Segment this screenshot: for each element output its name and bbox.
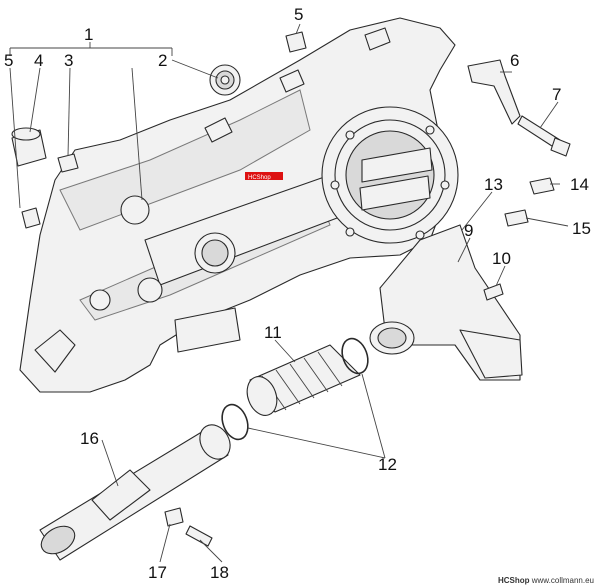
callout-1: 1 (84, 25, 93, 44)
dowel-5-top (285, 31, 307, 53)
callout-2: 2 (158, 51, 167, 70)
callout-14: 14 (570, 175, 589, 194)
clamp-12-b (221, 403, 249, 441)
callout-7: 7 (552, 85, 561, 104)
callout-15: 15 (572, 219, 591, 238)
callout-5-top: 5 (294, 5, 303, 24)
leader-lines (9, 23, 569, 563)
callout-13: 13 (484, 175, 503, 194)
callout-16: 16 (80, 429, 99, 448)
callout-9: 9 (464, 221, 473, 240)
washer-3 (57, 153, 79, 173)
bracket-6 (467, 59, 521, 125)
callout-18: 18 (210, 563, 229, 582)
nut-17 (164, 507, 184, 527)
bellows-hose-11 (246, 344, 361, 416)
dowel-5-left (21, 207, 41, 229)
callouts: 1 2 3 4 5 5 6 7 9 10 11 12 13 14 15 16 1… (4, 5, 591, 582)
air-duct-9 (369, 224, 523, 381)
callout-12: 12 (378, 455, 397, 474)
clamp-12-a (341, 337, 369, 375)
footer-url[interactable]: www.collmann.eu (531, 576, 594, 585)
hcshop-stamp: HCShop (248, 175, 271, 181)
callout-3: 3 (64, 51, 73, 70)
screw-10 (483, 283, 504, 301)
bearing-2 (209, 64, 241, 96)
bolt-7 (517, 115, 571, 157)
transmission-cover: HCShop (19, 17, 459, 393)
clip-14 (529, 177, 555, 195)
callout-5-left: 5 (4, 51, 13, 70)
bushing-4 (11, 127, 47, 167)
callout-10: 10 (492, 249, 511, 268)
callout-11: 11 (264, 323, 282, 342)
clip-15 (504, 209, 529, 227)
footer-credit: HCShop www.collmann.eu (498, 576, 594, 585)
callout-17: 17 (148, 563, 167, 582)
callout-4: 4 (34, 51, 43, 70)
footer-brand: HCShop (497, 576, 530, 585)
intake-tube-16 (39, 424, 231, 561)
callout-6: 6 (510, 51, 519, 70)
screw-18 (185, 525, 213, 547)
